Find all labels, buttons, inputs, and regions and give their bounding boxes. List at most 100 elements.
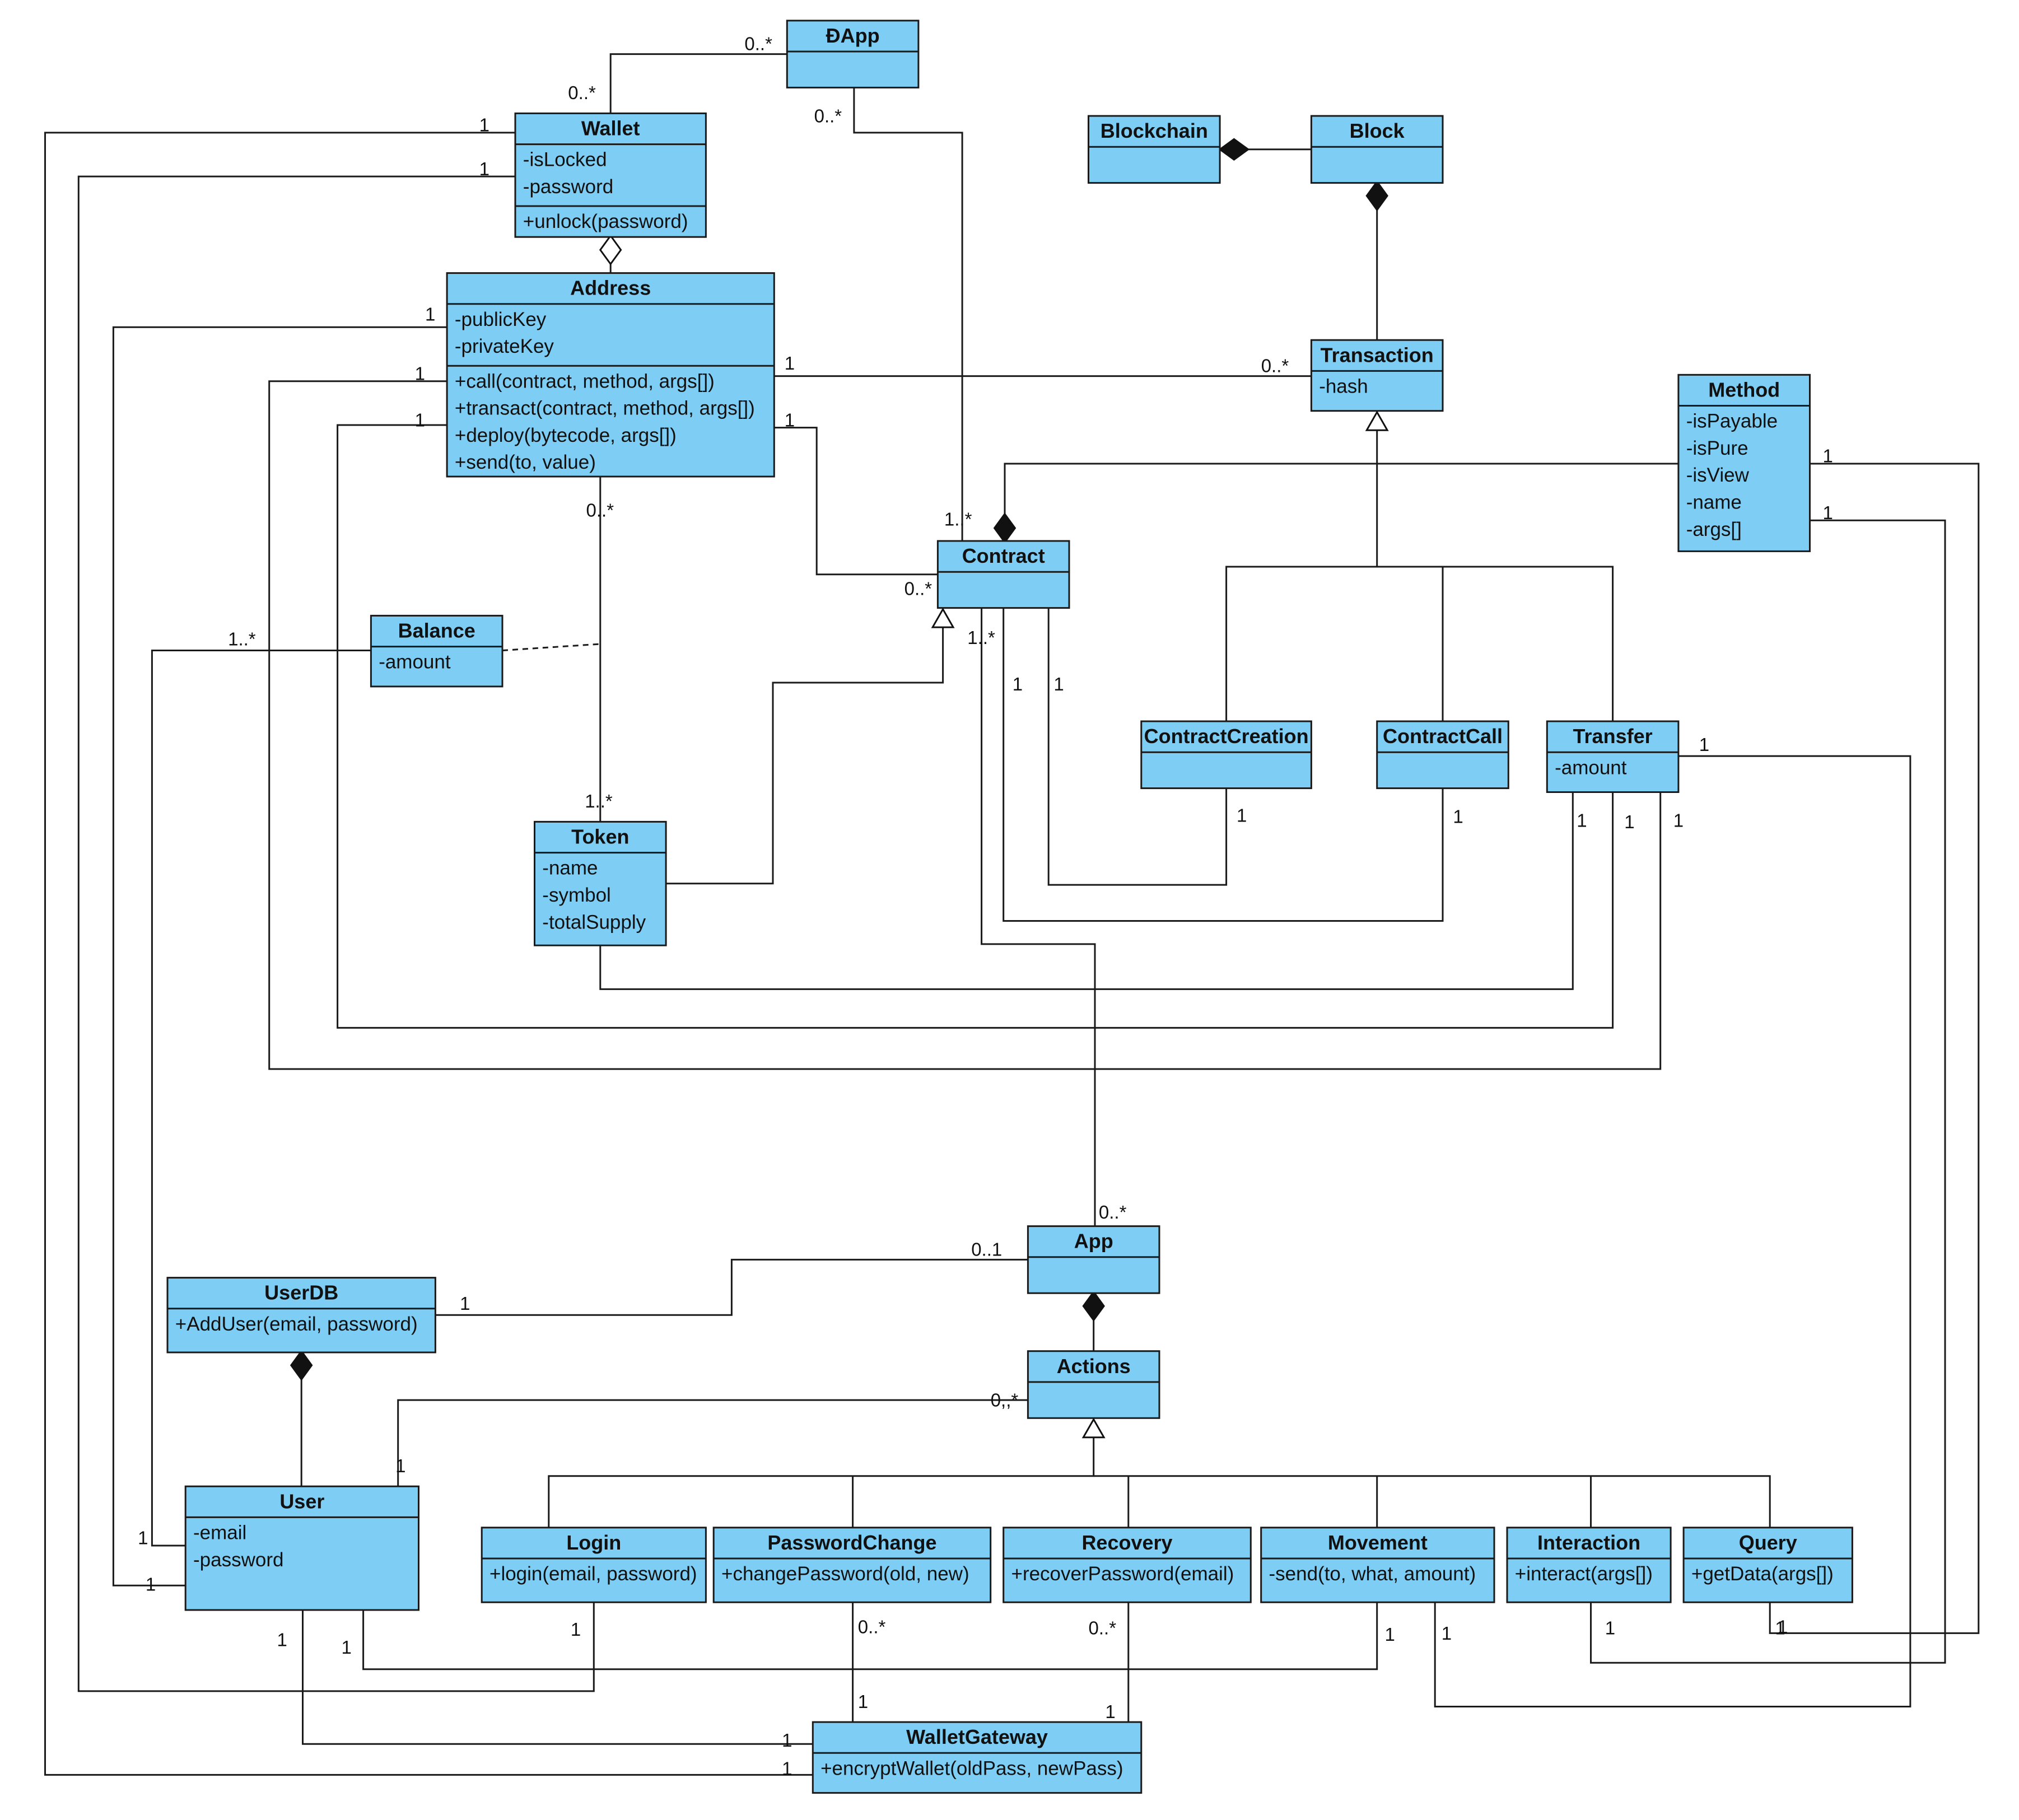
class-name-balance: Balance xyxy=(398,619,475,642)
class-box-token xyxy=(534,820,667,946)
class-box-app xyxy=(1027,1225,1160,1294)
multiplicity-label: 1..* xyxy=(967,627,995,648)
class-attribute: -isLocked xyxy=(523,149,607,171)
class-box-method xyxy=(1677,374,1811,552)
multiplicity-label: 1 xyxy=(1237,805,1247,825)
class-dapp: ĐApp xyxy=(786,20,920,88)
edge-method-contract xyxy=(1004,463,1678,541)
multiplicity-label: 0..* xyxy=(1261,356,1289,376)
multiplicity-label: 1 xyxy=(342,1637,352,1658)
multiplicity-label: 1..* xyxy=(585,791,613,811)
multiplicity-label: 0..* xyxy=(814,106,842,127)
class-box-address xyxy=(446,272,775,478)
class-attribute: -symbol xyxy=(542,884,611,906)
class-operation: +getData(args[]) xyxy=(1691,1563,1834,1585)
class-box-user xyxy=(184,1485,419,1611)
multiplicity-label: 1 xyxy=(785,353,795,374)
class-token: Token-name-symbol-totalSupply xyxy=(534,820,667,946)
class-attribute: -isPure xyxy=(1686,437,1748,459)
class-box-actions xyxy=(1027,1350,1160,1419)
class-box-contract xyxy=(936,540,1070,609)
class-box-transfer xyxy=(1546,720,1680,793)
class-actions: Actions xyxy=(1027,1350,1160,1419)
class-operation: +interact(args[]) xyxy=(1515,1563,1653,1585)
class-walletgateway: WalletGateway+encryptWallet(oldPass, new… xyxy=(812,1721,1143,1794)
class-balance: Balance-amount xyxy=(370,614,503,688)
generalization-arrow-transaction xyxy=(1365,410,1389,431)
class-attribute: -name xyxy=(542,857,598,879)
class-name-token: Token xyxy=(571,825,629,848)
class-operation: +send(to, value) xyxy=(455,451,596,473)
class-box-block xyxy=(1310,115,1444,184)
class-name-passwordchange: PasswordChange xyxy=(767,1531,936,1554)
multiplicity-label: 1 xyxy=(1453,806,1463,827)
class-operation: +call(contract, method, args[]) xyxy=(455,370,715,392)
multiplicity-label: 1 xyxy=(1823,446,1833,466)
edge-transfer-transaction xyxy=(1377,566,1614,721)
class-operation: +transact(contract, method, args[]) xyxy=(455,398,755,419)
multiplicity-label: 1 xyxy=(425,304,435,325)
edge-token-transfer xyxy=(599,792,1574,990)
class-box-passwordchange xyxy=(712,1527,992,1603)
class-attribute: -isPayable xyxy=(1686,410,1778,432)
class-contract: Contract xyxy=(936,540,1070,609)
edge-address-transfer-b xyxy=(268,380,1662,1070)
multiplicity-label: 1 xyxy=(1624,811,1634,832)
class-contractcreation: ContractCreation xyxy=(1140,720,1312,790)
class-userdb: UserDB+AddUser(email, password) xyxy=(166,1277,436,1354)
class-wallet: Wallet-isLocked-password+unlock(password… xyxy=(514,112,707,238)
class-address: Address-publicKey-privateKey+call(contra… xyxy=(446,272,775,478)
edge-contractcall-transaction xyxy=(1377,566,1444,721)
multiplicity-label: 1 xyxy=(1699,734,1709,755)
edge-interaction-method xyxy=(1590,519,1946,1664)
class-attribute: -amount xyxy=(1555,757,1627,778)
multiplicity-label: 1 xyxy=(415,363,425,384)
multiplicity-label: 1 xyxy=(146,1574,156,1595)
multiplicity-label: 0..* xyxy=(858,1616,886,1637)
class-box-userdb xyxy=(166,1277,436,1354)
multiplicity-label: 0..* xyxy=(744,34,772,54)
class-operation: +unlock(password) xyxy=(523,211,688,232)
multiplicity-label: 1 xyxy=(138,1528,148,1548)
multiplicity-label: 0..* xyxy=(904,578,932,599)
edge-query-actions xyxy=(1093,1475,1771,1528)
class-user: User-email-password xyxy=(184,1485,419,1611)
class-name-userdb: UserDB xyxy=(264,1281,338,1304)
class-attribute: -privateKey xyxy=(455,335,554,357)
multiplicity-label: 1 xyxy=(1053,674,1064,694)
multiplicity-label: 1 xyxy=(1577,810,1587,831)
class-operation: +login(email, password) xyxy=(489,1563,697,1585)
edge-wallet-dapp xyxy=(609,53,787,114)
multiplicity-label: 0..* xyxy=(1089,1618,1117,1639)
multiplicity-label: 1 xyxy=(785,409,795,430)
class-name-actions: Actions xyxy=(1057,1355,1131,1378)
class-movement: Movement-send(to, what, amount) xyxy=(1260,1527,1495,1603)
class-box-recovery xyxy=(1002,1527,1252,1603)
multiplicity-label: 1 xyxy=(1013,674,1023,694)
class-box-movement xyxy=(1260,1527,1495,1603)
edge-contract-contractcreation xyxy=(1047,608,1228,886)
multiplicity-label: 1 xyxy=(1823,502,1833,523)
edge-user-address-pk xyxy=(112,326,447,1586)
class-box-transaction xyxy=(1310,339,1444,412)
class-name-blockchain: Blockchain xyxy=(1101,119,1208,142)
multiplicity-label: 0..* xyxy=(586,500,614,520)
edge-contract-app xyxy=(981,608,1096,1226)
multiplicity-label: 1 xyxy=(782,1758,792,1779)
class-transfer: Transfer-amount xyxy=(1546,720,1680,793)
multiplicity-label: 1 xyxy=(479,115,489,136)
multiplicity-label: 1 xyxy=(1385,1624,1395,1645)
class-box-walletgateway xyxy=(812,1721,1143,1794)
class-attribute: -hash xyxy=(1319,376,1368,398)
composition-diamond-blockchain xyxy=(1218,138,1250,161)
class-attribute: -publicKey xyxy=(455,309,547,330)
multiplicity-label: 1..* xyxy=(944,508,972,529)
edge-app-userdb xyxy=(435,1258,1028,1316)
class-contractcall: ContractCall xyxy=(1376,720,1509,790)
relationship-lines xyxy=(44,53,1980,1776)
class-operation: +changePassword(old, new) xyxy=(721,1563,969,1585)
multiplicity-label: 0..* xyxy=(568,82,596,103)
class-name-dapp: ĐApp xyxy=(826,24,880,47)
class-box-wallet xyxy=(514,112,707,238)
